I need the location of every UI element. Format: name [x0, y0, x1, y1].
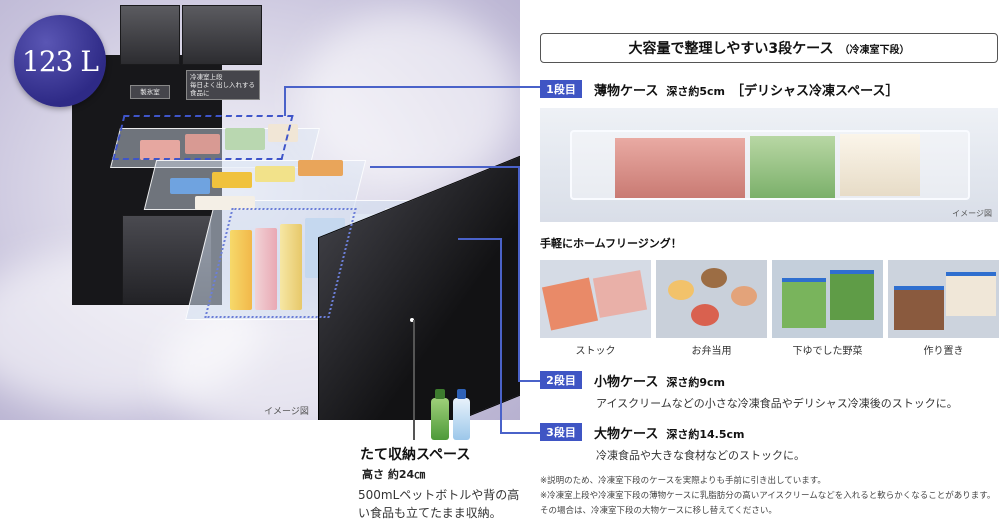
food-meat — [185, 134, 220, 154]
tier2-desc: アイスクリームなどの小さな冷凍食品やデリシャス冷凍後のストックに。 — [596, 397, 958, 410]
section-header: 大容量で整理しやすい3段ケース （冷凍室下段） — [540, 33, 998, 63]
tier3-desc: 冷凍食品や大きな食材などのストックに。 — [596, 449, 805, 462]
vertical-storage-height: 高さ 約24㎝ — [362, 468, 426, 481]
water-bottle-icon — [453, 398, 470, 440]
footnotes: ※説明のため、冷凍室下段のケースを実際よりも手前に引き出しています。 ※冷凍室上… — [540, 474, 1000, 519]
image-note: イメージ図 — [264, 407, 309, 417]
food-pack — [212, 172, 252, 188]
thumbnail-premade — [888, 260, 999, 338]
image-note: イメージ図 — [952, 209, 992, 218]
food-vegetable — [225, 128, 265, 150]
bento-cup — [668, 280, 694, 300]
thumbnail-label: 下ゆでした野菜 — [792, 346, 863, 357]
tier3-depth: 深さ約14.5cm — [666, 428, 745, 441]
vegetable-bag — [782, 278, 826, 328]
connector-line-tier2 — [370, 166, 518, 168]
connector-line-tier3 — [458, 238, 500, 240]
food-pack — [268, 124, 298, 142]
vertical-storage-desc: 500mLペットボトルや背の高い食品も立てたまま収納。 — [358, 488, 520, 520]
tier2-name: 小物ケース — [594, 375, 659, 390]
refrigerator-illustration: 製氷室 冷凍室上段 毎日よく出し入れする食品に イメージ図 — [0, 0, 520, 420]
food-cups — [195, 196, 255, 210]
tier3-title: 大物ケース深さ約14.5cm — [594, 423, 744, 442]
vegetable-packs — [750, 136, 835, 198]
header-title: 大容量で整理しやすい3段ケース — [628, 41, 834, 57]
connector-line-tier3 — [500, 432, 540, 434]
premade-bag — [894, 286, 944, 330]
rice-packs — [840, 134, 920, 196]
food-pack — [298, 160, 343, 176]
footnote: ※説明のため、冷凍室下段のケースを実際よりも手前に引き出しています。 — [540, 476, 826, 486]
food-ice-bar-box — [280, 224, 302, 310]
bottle-cap — [457, 389, 466, 399]
green-tea-bottle-icon — [431, 398, 449, 440]
vegetable-bag — [830, 270, 874, 320]
vertical-storage-title: たて収納スペース — [360, 447, 471, 463]
thin-case-photo: イメージ図 — [540, 108, 998, 222]
connector-line-tier1 — [284, 86, 540, 88]
tier1-name: 薄物ケース — [594, 84, 659, 99]
thumbnail-bento — [656, 260, 767, 338]
thumbnail-label: 作り置き — [923, 346, 964, 357]
upper-freezer-label: 冷凍室上段 毎日よく出し入れする食品に — [186, 70, 260, 100]
premade-bag — [946, 272, 996, 316]
thumbnail-vegetables — [772, 260, 883, 338]
ice-compartment-label: 製氷室 — [130, 85, 170, 99]
tier2-badge: 2段目 — [540, 371, 582, 389]
home-freezing-title: 手軽にホームフリージング！ — [540, 237, 682, 250]
meat-packs — [615, 138, 745, 198]
thumbnail-stock — [540, 260, 651, 338]
food-ice-bar-box — [255, 228, 277, 310]
salmon-fillets — [541, 277, 599, 331]
bento-cup — [701, 268, 727, 288]
fridge-upper-door-left — [120, 5, 180, 65]
tier3-badge: 3段目 — [540, 423, 582, 441]
fridge-upper-door-right — [182, 5, 262, 65]
capacity-badge: 123 L — [14, 15, 106, 107]
bottle-cap — [435, 389, 445, 399]
connector-line-tier1 — [284, 86, 286, 116]
food-pack — [255, 166, 295, 182]
tier1-extra: ［デリシャス冷凍スペース］ — [731, 84, 899, 99]
drawer-indicator-dot — [410, 318, 414, 322]
tier1-highlight-outline — [112, 115, 294, 160]
header-subtitle: （冷凍室下段） — [839, 44, 910, 56]
bento-cup — [691, 304, 719, 326]
tier2-depth: 深さ約9cm — [666, 376, 725, 389]
tier3-name: 大物ケース — [594, 427, 659, 442]
connector-line-tier2 — [518, 166, 520, 380]
tier2-title: 小物ケース深さ約9cm — [594, 371, 725, 390]
bento-cup — [731, 286, 757, 306]
connector-line-tier2 — [518, 380, 540, 382]
tier1-badge: 1段目 — [540, 80, 582, 98]
footnote: ※冷凍室上段や冷凍室下段の薄物ケースに乳脂肪分の高いアイスクリームなどを入れると… — [540, 491, 996, 516]
thumbnail-label: お弁当用 — [691, 346, 732, 357]
tier1-title: 薄物ケース深さ約5cm ［デリシャス冷凍スペース］ — [594, 80, 898, 99]
food-meat — [140, 140, 180, 160]
thumbnail-label: ストック — [575, 346, 616, 357]
meat-slices — [592, 270, 648, 318]
food-pack — [170, 178, 210, 194]
tier1-depth: 深さ約5cm — [666, 85, 725, 98]
connector-line-vertical-space — [413, 320, 415, 440]
food-ice-bar-box — [230, 230, 252, 310]
connector-line-tier3 — [500, 238, 502, 432]
